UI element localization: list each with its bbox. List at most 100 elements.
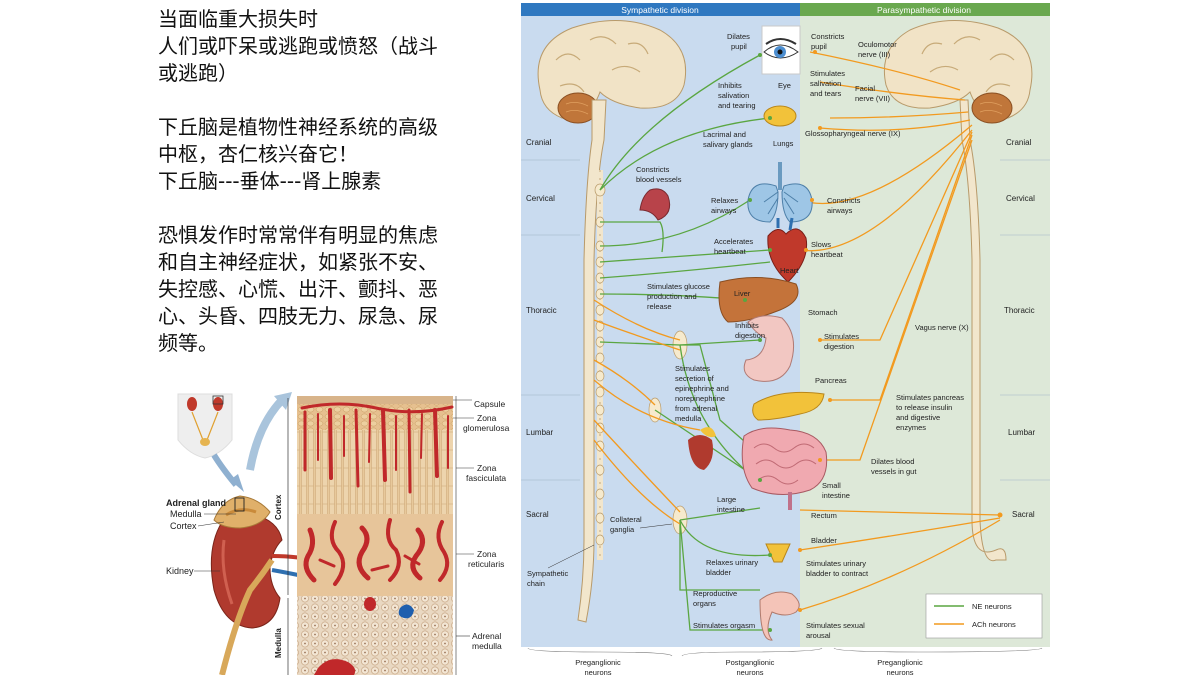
arrow-head bbox=[230, 474, 244, 492]
footer-preganglionic-right-2: neurons bbox=[886, 668, 913, 675]
label-glucose-2: production and bbox=[647, 292, 697, 301]
label-stomach: Stomach bbox=[808, 308, 838, 317]
label-slows-heartbeat-2: heartbeat bbox=[811, 250, 844, 259]
label-sympathetic-chain-1: Sympathetic bbox=[527, 569, 569, 578]
label-stimulates-salivation-3: and tears bbox=[810, 89, 842, 98]
label-constricts-airways-2: airways bbox=[827, 206, 853, 215]
fasciculata-layer bbox=[297, 430, 453, 514]
label-sympathetic-chain-2: chain bbox=[527, 579, 545, 588]
paragraph-hypothalamus: 下丘脑是植物性神经系统的高级 中枢，杏仁核兴奋它！ 下丘脑---垂体---肾上腺… bbox=[158, 114, 488, 195]
ans-figure: Sympathetic division Parasympathetic div… bbox=[518, 0, 1050, 675]
text-line: 心、头昏、四肢无力、尿急、尿 bbox=[158, 304, 438, 328]
label-cortex: Cortex bbox=[170, 521, 197, 531]
label-collateral-ganglia-2: ganglia bbox=[610, 525, 635, 534]
label-pancreas: Pancreas bbox=[815, 376, 847, 385]
label-constricts-vessels-1: Constricts bbox=[636, 165, 670, 174]
footer-preganglionic-left-2: neurons bbox=[584, 668, 611, 675]
label-lacrimal-1: Lacrimal and bbox=[703, 130, 746, 139]
label-small-intestine-2: intestine bbox=[822, 491, 850, 500]
label-zona-glomerulosa-1: Zona bbox=[477, 413, 497, 423]
spinal-cord-left bbox=[577, 99, 607, 623]
label-lungs: Lungs bbox=[773, 139, 794, 148]
label-glucose-1: Stimulates glucose bbox=[647, 282, 710, 291]
text-line: 恐惧发作时常常伴有明显的焦虑 bbox=[158, 223, 438, 247]
label-dilates-gut-vessels-2: vessels in gut bbox=[871, 467, 917, 476]
footer-labels: Preganglionic neurons Postganglionic neu… bbox=[575, 658, 923, 675]
label-side-medulla: Medulla bbox=[274, 628, 283, 658]
label-capsule: Capsule bbox=[474, 399, 505, 409]
label-constricts-pupil-1: Constricts bbox=[811, 32, 845, 41]
label-relaxes-bladder-2: bladder bbox=[706, 568, 732, 577]
arrow-head bbox=[274, 392, 292, 410]
text-line: 失控感、心慌、出汗、颤抖、恶 bbox=[158, 277, 438, 301]
organ-labels: Eye Lacrimal and salivary glands Lungs H… bbox=[693, 81, 850, 608]
label-bladder-contract-2: bladder to contract bbox=[806, 569, 869, 578]
label-large-intestine-2: intestine bbox=[717, 505, 745, 514]
spinal-cord-right bbox=[959, 99, 1007, 562]
label-inhibits-digestion-2: digestion bbox=[735, 331, 765, 340]
label-constricts-airways-1: Constricts bbox=[827, 196, 861, 205]
region-sacral-right: Sacral bbox=[1012, 510, 1035, 519]
label-reproductive-1: Reproductive bbox=[693, 589, 737, 598]
label-medulla: Medulla bbox=[170, 509, 202, 519]
label-zona-glomerulosa-2: glomerulosa bbox=[463, 423, 510, 433]
region-lumbar-right: Lumbar bbox=[1008, 428, 1035, 437]
brain-left bbox=[537, 20, 687, 124]
label-epinephrine-1: Stimulates bbox=[675, 364, 710, 373]
label-epinephrine-3: epinephrine and bbox=[675, 384, 729, 393]
label-zona-reticularis-1: Zona bbox=[477, 549, 497, 559]
histology-column bbox=[297, 394, 454, 675]
sympathetic-header-title: Sympathetic division bbox=[621, 5, 699, 15]
label-small-intestine-1: Small bbox=[822, 481, 841, 490]
label-epinephrine-4: norepinephrine bbox=[675, 394, 725, 403]
label-facial-1: Facial bbox=[855, 84, 875, 93]
region-cervical-right: Cervical bbox=[1006, 194, 1035, 203]
body-inset bbox=[177, 393, 233, 459]
label-oculomotor-2: nerve (III) bbox=[858, 50, 891, 59]
label-liver: Liver bbox=[734, 289, 751, 298]
junction-dots bbox=[743, 50, 1003, 632]
label-dilates-gut-vessels-1: Dilates blood bbox=[871, 457, 914, 466]
slide-text: 当面临重大损失时 人们或吓呆或逃跑或愤怒（战斗 或逃跑） 下丘脑是植物性神经系统… bbox=[158, 6, 488, 384]
label-stimulates-salivation-1: Stimulates bbox=[810, 69, 845, 78]
label-eye: Eye bbox=[778, 81, 791, 90]
sym-ach-fibers bbox=[593, 299, 701, 525]
chain-ganglia bbox=[594, 183, 606, 546]
label-vagus: Vagus nerve (X) bbox=[915, 323, 969, 332]
text-line: 或逃跑） bbox=[158, 61, 238, 85]
label-constricts-vessels-2: blood vessels bbox=[636, 175, 682, 184]
legend-ne-label: NE neurons bbox=[972, 602, 1012, 611]
region-labels: Cranial Cervical Thoracic Lumbar Sacral … bbox=[526, 138, 1035, 519]
text-line: 当面临重大损失时 bbox=[158, 7, 318, 31]
organ-intestines bbox=[741, 427, 828, 510]
text-line: 中枢，杏仁核兴奋它！ bbox=[158, 142, 358, 166]
label-adrenal-gland: Adrenal gland bbox=[166, 498, 226, 508]
adrenal-figure: Adrenal gland Medulla Cortex Kidney Cort… bbox=[150, 386, 520, 675]
label-stimulates-digestion-1: Stimulates bbox=[824, 332, 859, 341]
region-lumbar-left: Lumbar bbox=[526, 428, 553, 437]
organ-eye bbox=[761, 25, 801, 75]
label-slows-heartbeat-1: Slows bbox=[811, 240, 831, 249]
organ-stomach bbox=[743, 315, 795, 382]
label-adrenal-medulla-2: medulla bbox=[472, 641, 502, 651]
label-reproductive-2: organs bbox=[693, 599, 716, 608]
label-stimulates-digestion-2: digestion bbox=[824, 342, 854, 351]
capsule-layer bbox=[297, 396, 453, 404]
label-relaxes-bladder-1: Relaxes urinary bbox=[706, 558, 758, 567]
label-epinephrine-2: secretion of bbox=[675, 374, 715, 383]
label-stimulates-pancreas-2: to release insulin bbox=[896, 403, 952, 412]
footer-postganglionic-1: Postganglionic bbox=[726, 658, 775, 667]
label-zona-fasciculata-2: fasciculata bbox=[466, 473, 506, 483]
label-heart: Heart bbox=[780, 266, 799, 275]
label-rectum: Rectum bbox=[811, 511, 837, 520]
region-cranial-left: Cranial bbox=[526, 138, 552, 147]
text-line: 下丘脑是植物性神经系统的高级 bbox=[158, 115, 438, 139]
reticularis-layer bbox=[297, 514, 453, 596]
region-cervical-left: Cervical bbox=[526, 194, 555, 203]
footer-brackets bbox=[527, 647, 1043, 657]
label-glucose-3: release bbox=[647, 302, 672, 311]
label-epinephrine-6: medulla bbox=[675, 414, 702, 423]
legend-ach-label: ACh neurons bbox=[972, 620, 1016, 629]
label-inhibits-salivation-3: and tearing bbox=[718, 101, 756, 110]
label-stimulates-salivation-2: salivation bbox=[810, 79, 841, 88]
